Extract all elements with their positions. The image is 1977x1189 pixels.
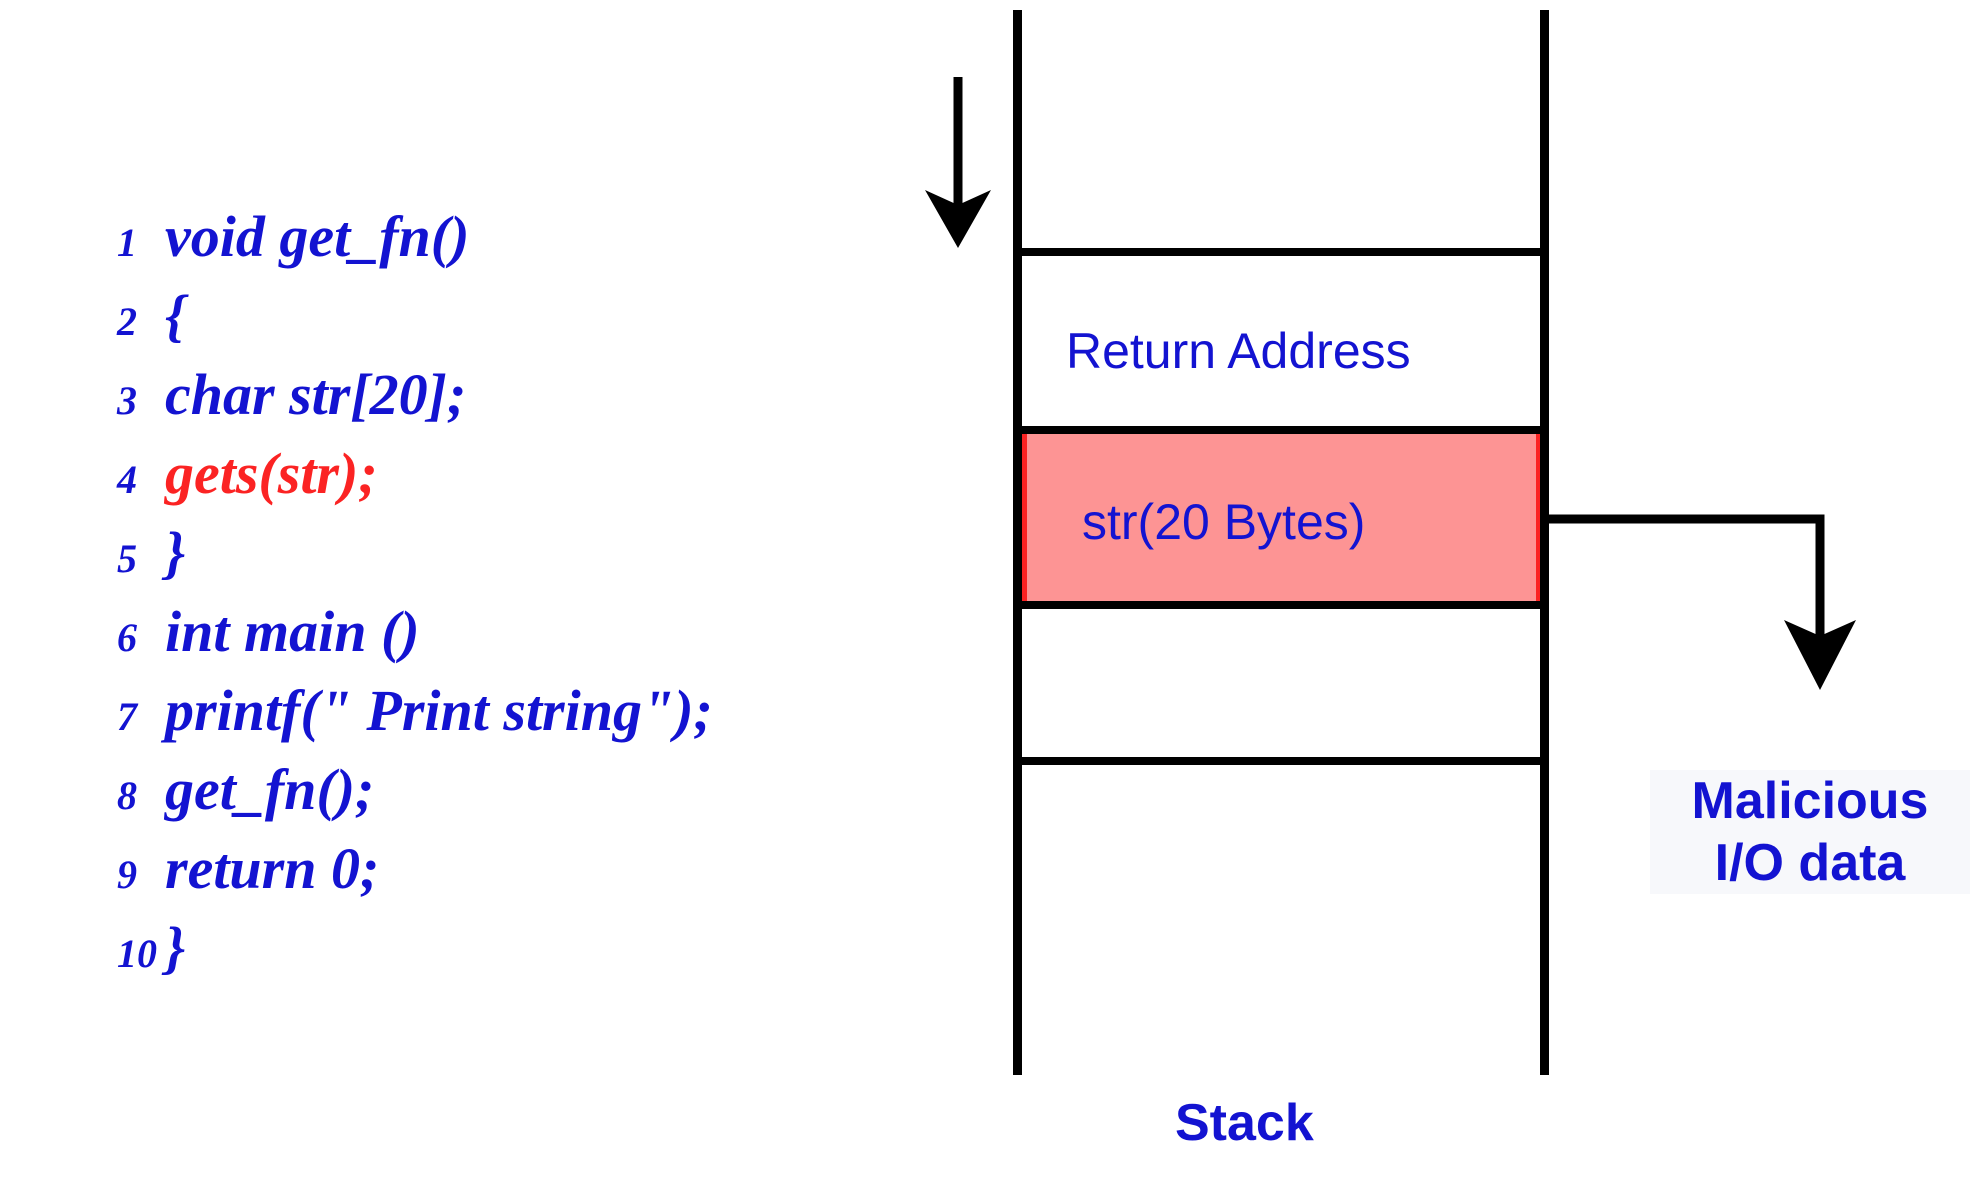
code-line-number: 8 bbox=[117, 773, 137, 818]
code-line-number: 7 bbox=[117, 694, 137, 739]
stack-right-border bbox=[1540, 10, 1549, 1075]
code-line-number: 9 bbox=[117, 852, 137, 897]
stack-divider-return-buffer bbox=[1013, 426, 1549, 434]
code-line: 8 get_fn(); bbox=[30, 671, 770, 822]
code-line-text: int main () bbox=[165, 599, 420, 664]
code-line: 6 int main () bbox=[30, 513, 770, 664]
stack-caption: Stack bbox=[1175, 1094, 1314, 1152]
code-line-number: 6 bbox=[117, 615, 137, 660]
malicious-data-label: Malicious I/O data bbox=[1650, 770, 1970, 894]
code-line: 7 printf(" Print string"); bbox=[30, 592, 770, 743]
stack-left-border bbox=[1013, 10, 1022, 1075]
code-line: 5} bbox=[30, 434, 770, 585]
stack-cell-label-str-buffer: str(20 Bytes) bbox=[1082, 494, 1366, 550]
code-line-number: 1 bbox=[117, 220, 137, 265]
code-line-text: } bbox=[165, 915, 186, 980]
code-line: 2{ bbox=[30, 197, 770, 348]
code-line-number: 3 bbox=[117, 378, 137, 423]
code-line-text: } bbox=[165, 520, 186, 585]
stack-divider-buffer-lower bbox=[1013, 601, 1549, 609]
code-line-number: 2 bbox=[117, 299, 137, 344]
code-line-text: void get_fn() bbox=[165, 204, 470, 269]
code-line-text: { bbox=[165, 283, 186, 348]
malicious-data-line1: Malicious bbox=[1691, 772, 1929, 830]
code-line-text: printf(" Print string"); bbox=[165, 678, 713, 743]
code-line-vulnerable: 4 gets(str); bbox=[30, 355, 770, 506]
code-line-text: char str[20]; bbox=[165, 362, 467, 427]
stack-cell-label-return-address: Return Address bbox=[1066, 323, 1411, 379]
code-line-text: get_fn(); bbox=[165, 757, 375, 822]
code-line: 3 char str[20]; bbox=[30, 276, 770, 427]
code-line: 1 void get_fn() bbox=[30, 118, 770, 269]
code-line: 9 return 0; bbox=[30, 750, 770, 901]
code-line-text: gets(str); bbox=[165, 441, 378, 506]
malicious-data-line2: I/O data bbox=[1714, 834, 1906, 892]
code-line-number: 5 bbox=[117, 536, 137, 581]
code-line-text: return 0; bbox=[165, 836, 380, 901]
code-line-number: 4 bbox=[117, 457, 137, 502]
stack-divider-bottom bbox=[1013, 757, 1549, 765]
code-line: 10} bbox=[30, 829, 770, 980]
code-line-number: 10 bbox=[117, 931, 157, 976]
stack-divider-top bbox=[1013, 248, 1549, 256]
